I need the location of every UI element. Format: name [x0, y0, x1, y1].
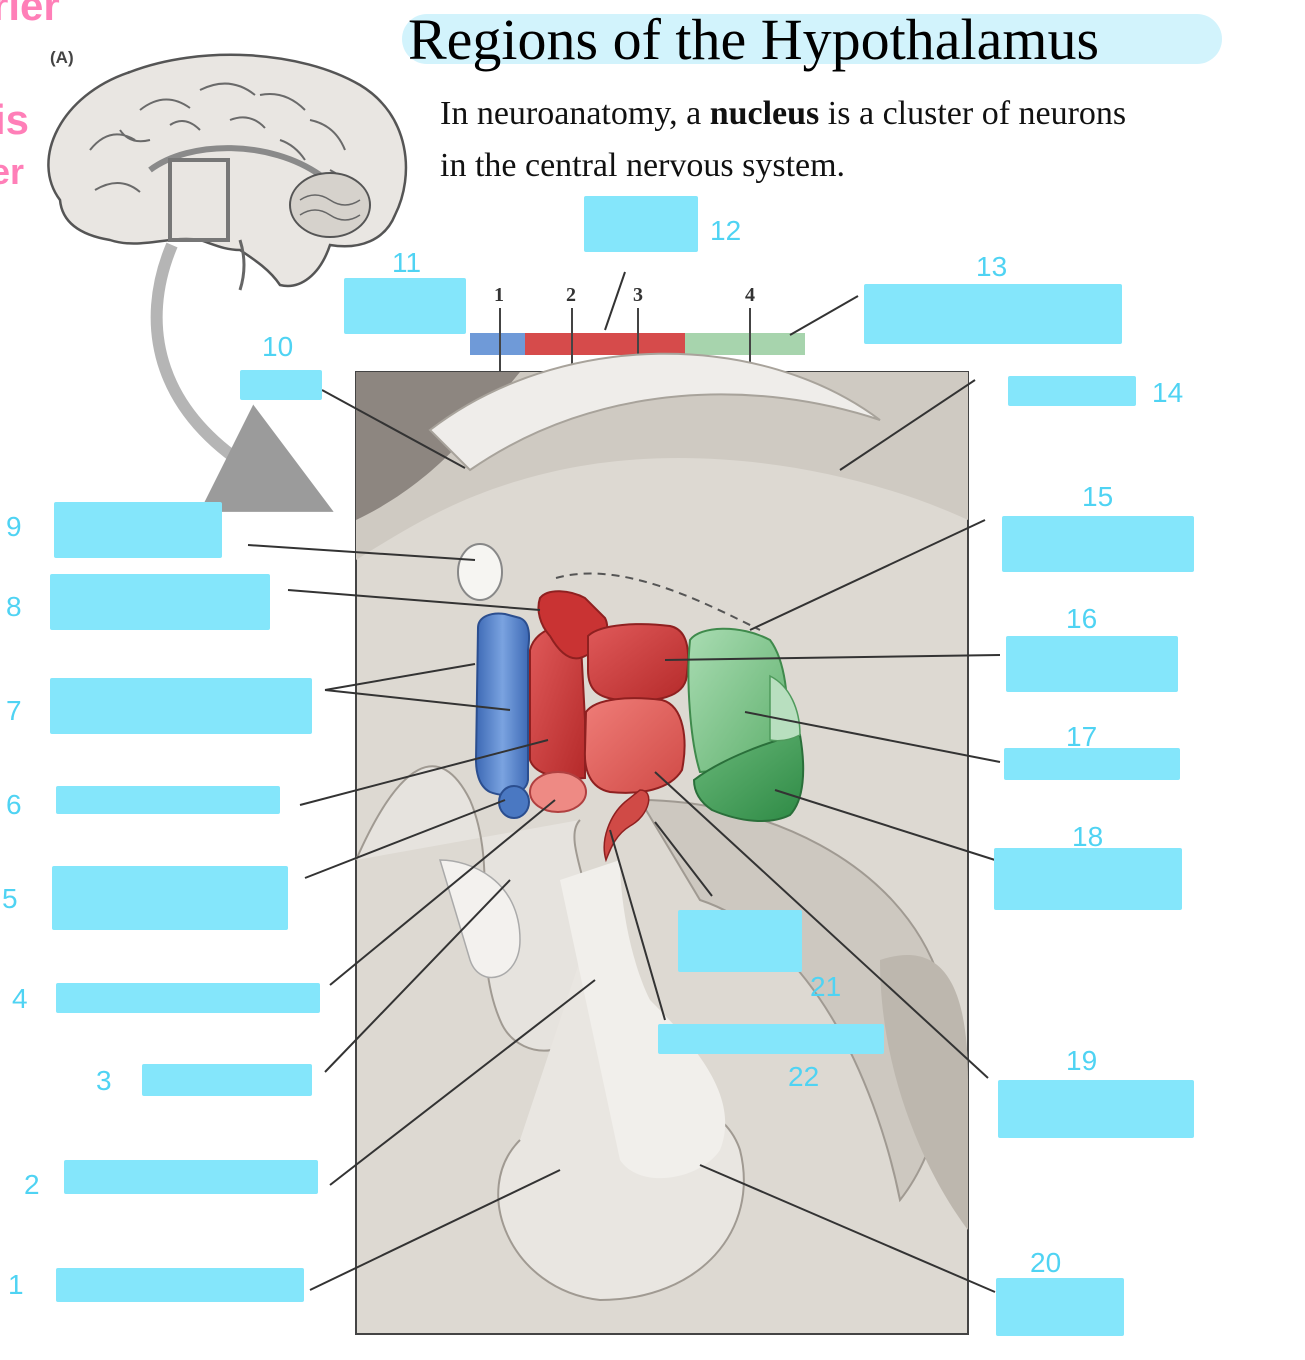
answer-blank[interactable]	[64, 1160, 318, 1194]
answer-blank[interactable]	[1006, 636, 1178, 692]
brain-thumbnail	[47, 53, 408, 512]
label-number: 8	[6, 591, 22, 622]
page-title: Regions of the Hypothalamus	[408, 7, 1100, 72]
label-number: 21	[810, 971, 842, 1002]
answer-blank[interactable]	[998, 1080, 1194, 1138]
diagram-panel	[355, 352, 969, 1335]
answer-blank[interactable]	[678, 910, 802, 972]
label-number: 16	[1066, 603, 1098, 634]
label-number: 18	[1072, 821, 1104, 852]
label-number: 12	[710, 215, 742, 246]
label-number: 15	[1082, 481, 1114, 512]
answer-blank[interactable]	[56, 983, 320, 1013]
label-number: 14	[1152, 377, 1184, 408]
region-number: 1	[494, 284, 504, 306]
label-number: 22	[788, 1061, 820, 1092]
answer-blank[interactable]	[52, 866, 288, 930]
description-before: In neuroanatomy, a	[440, 95, 710, 132]
answer-blank[interactable]	[344, 278, 466, 334]
panel-label: (A)	[50, 48, 74, 67]
label-number: 11	[392, 247, 422, 278]
answer-blank[interactable]	[142, 1064, 312, 1096]
margin-scribble: is	[0, 96, 30, 143]
label-number: 13	[976, 251, 1008, 282]
label-number: 17	[1066, 721, 1098, 752]
answer-blank[interactable]	[50, 574, 270, 630]
answer-blank[interactable]	[584, 196, 698, 252]
answer-blank[interactable]	[240, 370, 322, 400]
label-number: 4	[12, 983, 28, 1014]
label-number: 20	[1030, 1247, 1062, 1278]
description: In neuroanatomy, a nucleus is a cluster …	[440, 88, 1160, 192]
region-number: 4	[745, 284, 755, 306]
label-number: 2	[24, 1169, 40, 1200]
margin-scribble: er	[0, 151, 25, 192]
label-number: 9	[6, 511, 22, 542]
answer-blank[interactable]	[1008, 376, 1136, 406]
leader-lines	[247, 271, 1001, 1293]
label-number: 10	[262, 331, 294, 362]
answer-blank[interactable]	[1004, 748, 1180, 780]
region-number: 2	[566, 284, 576, 306]
answer-blank[interactable]	[56, 1268, 304, 1302]
answer-blank[interactable]	[864, 284, 1122, 344]
label-number: 5	[2, 883, 18, 914]
label-number: 19	[1066, 1045, 1098, 1076]
answer-blank[interactable]	[54, 502, 222, 558]
region-number: 3	[633, 284, 643, 306]
label-number: 6	[6, 789, 22, 820]
title-highlight	[402, 14, 1222, 64]
answer-blank[interactable]	[50, 678, 312, 734]
margin-scribble: rier	[0, 0, 60, 29]
answer-blank[interactable]	[658, 1024, 884, 1054]
label-number: 7	[6, 695, 22, 726]
answer-blank[interactable]	[996, 1278, 1124, 1336]
answer-blank[interactable]	[994, 848, 1182, 910]
label-number: 1	[8, 1269, 24, 1300]
label-number: 3	[96, 1065, 112, 1096]
answer-blank[interactable]	[1002, 516, 1194, 572]
description-after: is a cluster of neurons in the central n…	[440, 95, 1127, 184]
answer-blank[interactable]	[56, 786, 280, 814]
description-term: nucleus	[709, 95, 820, 132]
